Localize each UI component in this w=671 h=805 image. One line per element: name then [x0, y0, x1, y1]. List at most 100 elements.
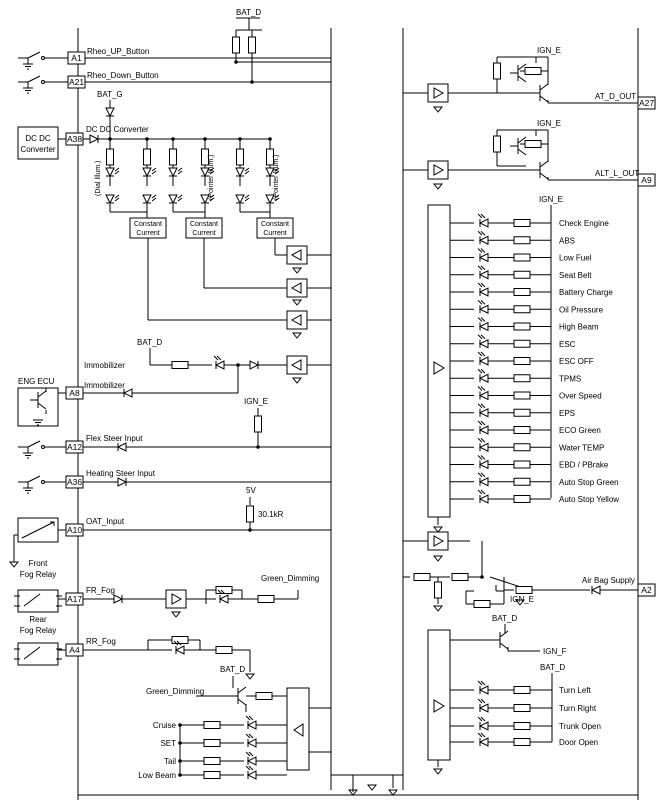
indicator-label: Seat Belt [559, 271, 592, 280]
resistor [513, 460, 531, 469]
wire [477, 299, 483, 305]
ign-e-label-ind: IGN_E [539, 195, 563, 204]
wire [168, 167, 178, 178]
wire [478, 494, 489, 504]
cc-label-2: Current [136, 230, 159, 237]
wire [244, 194, 250, 199]
rheo-up-label: Rheo_UP_Button [87, 47, 149, 56]
resistor [513, 722, 531, 730]
wire [478, 737, 489, 747]
rear-fog-relay [17, 642, 59, 666]
wire [480, 420, 486, 426]
resistor [513, 253, 531, 262]
wire [168, 194, 178, 205]
wire [173, 640, 179, 646]
wire [114, 167, 120, 172]
dial-illum-label: (Dial Illum.) [95, 161, 102, 196]
wire [246, 770, 257, 780]
wire [478, 425, 489, 435]
wire [177, 197, 183, 202]
indicator-label: Oil Pressure [559, 305, 604, 314]
dcdc-converter-label: DC DC Converter [86, 125, 149, 134]
ign-e-label-out: IGN_E [537, 46, 561, 55]
output-label: ALT_L_OUT [595, 169, 639, 178]
wire [244, 673, 256, 680]
wire [170, 611, 182, 618]
wire [246, 756, 257, 766]
wire [480, 716, 486, 722]
junction-dot [480, 575, 484, 579]
wire [244, 167, 250, 172]
pin-label: A9 [641, 175, 652, 185]
wire [105, 167, 115, 178]
resistor [513, 339, 531, 348]
v5-label: 5V [246, 486, 256, 495]
wire [142, 167, 152, 178]
wire [480, 248, 486, 253]
wire [477, 680, 483, 686]
wire [245, 751, 251, 757]
indicator-label: Over Speed [559, 392, 602, 401]
wire [151, 194, 157, 199]
buffer [286, 310, 308, 330]
wire [249, 360, 260, 370]
wire [480, 213, 486, 219]
pin-label: A38 [67, 134, 82, 144]
wire [235, 167, 245, 178]
wire [244, 197, 250, 202]
wire [477, 317, 483, 322]
wire [478, 252, 489, 263]
wire [274, 167, 280, 172]
wire [50, 521, 55, 526]
wire [113, 594, 124, 604]
wire [366, 784, 378, 791]
wire [433, 699, 445, 713]
ign-e-label-out: IGN_E [537, 119, 561, 128]
wire [248, 715, 254, 721]
wire [517, 63, 527, 71]
wire [114, 194, 120, 199]
pin-label: A12 [67, 442, 82, 452]
wire [235, 194, 245, 205]
wire [27, 51, 41, 59]
resistor [171, 361, 189, 369]
immobilizer-label-2: Immobilizer [84, 381, 125, 390]
resistor [513, 495, 531, 503]
bat-d-label-2: BAT_D [137, 338, 162, 347]
wire [477, 265, 483, 271]
wire [245, 715, 251, 721]
wire [477, 732, 483, 738]
resistor [106, 148, 114, 166]
wire [539, 172, 549, 180]
resistor [515, 586, 533, 594]
wire [151, 197, 157, 202]
wire [274, 170, 280, 175]
wire [290, 249, 302, 261]
wire [478, 703, 489, 713]
wire [8, 561, 20, 568]
indicator-label: EPS [559, 409, 575, 418]
wire [200, 194, 210, 205]
output-label: AT_D_OUT [595, 92, 636, 101]
resistor [513, 322, 531, 331]
resistor [169, 148, 177, 166]
resistor [203, 721, 221, 729]
immobilizer-label-1: Immobilizer [84, 361, 125, 370]
oat-input-label: OAT_Input [86, 517, 125, 526]
wire [213, 355, 219, 361]
resistor [513, 357, 531, 365]
wire [432, 526, 444, 533]
wire [274, 197, 280, 202]
green-dimming-label-1: Green_Dimming [261, 574, 319, 583]
resistor [248, 36, 256, 54]
bottom-left-lamp-label: Tail [164, 757, 176, 766]
wire [499, 630, 509, 638]
wire [245, 733, 251, 739]
wire [480, 386, 486, 391]
cc-label-1: Constant [261, 221, 289, 228]
buffer [427, 531, 449, 551]
wire [114, 197, 120, 202]
switch-contact [41, 80, 45, 84]
wire [480, 299, 486, 305]
buffer [286, 245, 308, 265]
